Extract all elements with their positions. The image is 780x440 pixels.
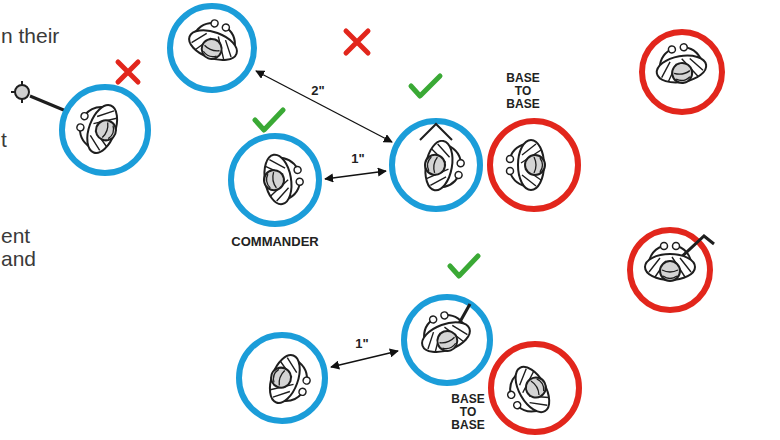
distance-label: 1" xyxy=(353,336,370,351)
blue-base xyxy=(239,335,325,421)
contact-label: BASE TO BASE xyxy=(451,393,484,433)
soldier-figure xyxy=(499,361,557,424)
check-mark xyxy=(450,256,478,276)
blue-base xyxy=(170,6,254,90)
soldier-figure xyxy=(507,140,546,190)
red-base xyxy=(642,32,722,112)
cut-body-text: n their xyxy=(1,24,59,47)
cross-mark xyxy=(346,31,368,53)
soldier-figure xyxy=(263,351,316,411)
mace-head xyxy=(15,85,29,99)
cross-mark xyxy=(118,62,138,82)
check-mark xyxy=(255,110,283,130)
soldier-figure xyxy=(645,243,695,282)
red-base xyxy=(490,121,578,209)
measure-arrow xyxy=(256,71,392,142)
soldier-figure xyxy=(185,14,245,67)
blue-base xyxy=(404,297,490,383)
check-mark xyxy=(411,76,440,96)
blue-base xyxy=(231,136,319,224)
role-label: COMMANDER xyxy=(231,234,318,249)
soldier-figure xyxy=(421,138,468,194)
cut-body-text: t xyxy=(1,128,7,151)
model-figure xyxy=(11,81,148,173)
mace-spikes xyxy=(11,81,22,103)
measure-arrow xyxy=(325,171,386,179)
soldier-figure xyxy=(653,41,709,88)
soldier-figure xyxy=(260,151,307,207)
blue-base xyxy=(392,121,480,209)
soldier-figure xyxy=(414,306,474,359)
distance-label: 1" xyxy=(349,151,366,166)
contact-label: BASE TO BASE xyxy=(506,72,539,112)
distance-label: 2" xyxy=(309,83,326,98)
measure-arrow xyxy=(331,351,398,367)
soldier-figure xyxy=(71,97,124,157)
red-base xyxy=(491,344,579,432)
cut-body-text: and xyxy=(1,247,36,270)
blue-base xyxy=(62,87,148,173)
mitre-hat xyxy=(420,124,452,140)
cut-body-text: ent xyxy=(1,224,30,247)
